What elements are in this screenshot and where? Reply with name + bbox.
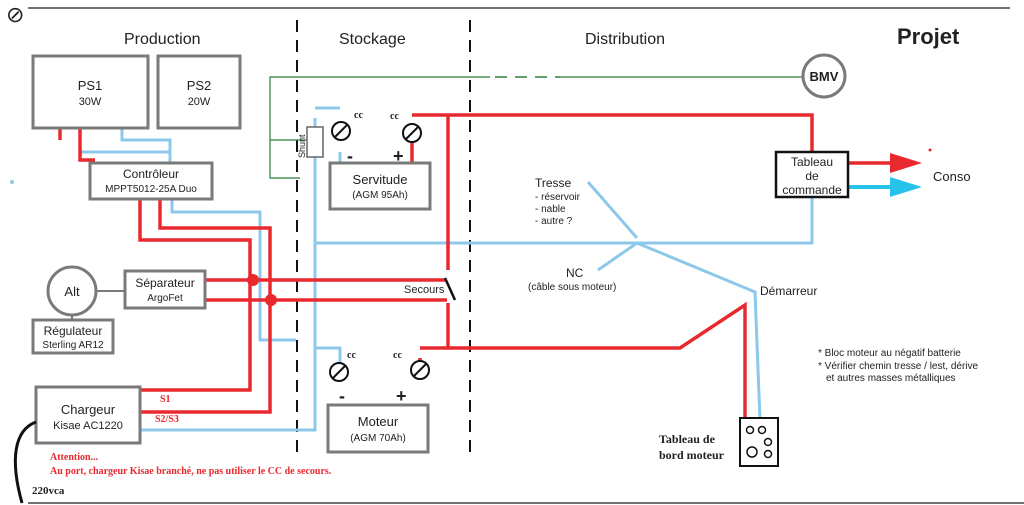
conso-arrows xyxy=(848,148,932,197)
section-stockage: Stockage xyxy=(339,31,406,48)
secours-switch xyxy=(443,277,457,301)
ps1-name: PS1 xyxy=(78,78,103,93)
ps1-box: PS1 30W xyxy=(31,54,150,130)
note-1: * Bloc moteur au négatif batterie xyxy=(818,348,961,359)
ps2-name: PS2 xyxy=(187,78,212,93)
nc-title: NC xyxy=(566,266,584,280)
cc-breaker-servitude-neg xyxy=(331,121,351,141)
attention-text: Au port, chargeur Kisae branché, ne pas … xyxy=(50,466,332,477)
regulateur-name: Régulateur xyxy=(44,324,103,338)
regulateur-box: Régulateur Sterling AR12 xyxy=(31,318,115,355)
tableau-commande-line3: commande xyxy=(782,183,842,197)
s1-label: S1 xyxy=(160,394,171,405)
bmv-circle: BMV xyxy=(801,53,847,99)
cc-label-1: cc xyxy=(354,110,363,121)
positive-wires xyxy=(58,113,900,420)
separateur-name: Séparateur xyxy=(135,276,194,290)
note-2: * Vérifier chemin tresse / lest, dérive xyxy=(818,361,978,372)
alt-name: Alt xyxy=(64,284,80,299)
separateur-box: Séparateur ArgoFet xyxy=(123,269,207,310)
servitude-model: (AGM 95Ah) xyxy=(352,190,408,201)
junction-2 xyxy=(265,294,277,306)
s2s3-label: S2/S3 xyxy=(155,414,179,425)
nc-sub: (câble sous moteur) xyxy=(528,282,616,293)
note-3: et autres masses métalliques xyxy=(826,373,956,384)
cc-label-4: cc xyxy=(393,350,402,361)
section-production: Production xyxy=(124,31,201,48)
bmv-name: BMV xyxy=(810,69,839,84)
tableau-bord-panel xyxy=(739,417,779,467)
cc-breaker-servitude-pos xyxy=(402,123,422,143)
moteur-battery: Moteur (AGM 70Ah) xyxy=(326,403,430,454)
controleur-model: MPPT5012-25A Duo xyxy=(105,184,197,195)
conso-label: Conso xyxy=(933,169,971,184)
tresse-item-3: - autre ? xyxy=(535,216,573,227)
cc-breaker-moteur-pos xyxy=(410,360,430,380)
tableau-commande-line1: Tableau xyxy=(791,155,833,169)
tableau-commande-line2: de xyxy=(805,169,819,183)
shunt-label: Shunt xyxy=(297,134,307,158)
servitude-name: Servitude xyxy=(353,172,408,187)
moteur-minus: - xyxy=(339,386,345,406)
page-title: Projet xyxy=(897,24,960,49)
regulateur-model: Sterling AR12 xyxy=(42,340,104,351)
cc-breaker-moteur-neg xyxy=(329,362,349,382)
ac-voltage-label: 220vca xyxy=(32,485,65,497)
shunt: Shunt xyxy=(297,126,324,158)
moteur-plus: + xyxy=(396,386,407,406)
stray-dot xyxy=(10,180,14,184)
header-symbol: ⊘ xyxy=(6,2,24,27)
controleur-box: Contrôleur MPPT5012-25A Duo xyxy=(88,161,214,201)
chargeur-box: Chargeur Kisae AC1220 xyxy=(34,385,142,445)
ps2-value: 20W xyxy=(188,96,211,108)
bmv-data-wire xyxy=(269,76,803,179)
ac-cable xyxy=(13,420,37,504)
tableau-bord-line2: bord moteur xyxy=(659,448,725,462)
attention-title: Attention... xyxy=(50,452,99,463)
tresse-title: Tresse xyxy=(535,176,572,190)
cc-label-3: cc xyxy=(347,350,356,361)
separateur-model: ArgoFet xyxy=(147,293,183,304)
moteur-model: (AGM 70Ah) xyxy=(350,433,406,444)
chargeur-model: Kisae AC1220 xyxy=(53,420,123,432)
demarreur-label: Démarreur xyxy=(760,284,817,298)
negative-wires xyxy=(78,106,814,432)
controleur-name: Contrôleur xyxy=(123,167,179,181)
ps2-box: PS2 20W xyxy=(156,54,242,130)
tableau-bord-line1: Tableau de xyxy=(659,432,716,446)
tresse-item-2: - nable xyxy=(535,204,566,215)
tresse-item-1: - réservoir xyxy=(535,192,581,203)
junction-1 xyxy=(247,274,259,286)
servitude-plus: + xyxy=(393,146,404,166)
secours-label: Secours xyxy=(404,284,445,296)
cc-label-2: cc xyxy=(390,111,399,122)
section-distribution: Distribution xyxy=(585,31,665,48)
tableau-commande-box: Tableau de commande xyxy=(774,150,850,199)
moteur-name: Moteur xyxy=(358,414,399,429)
servitude-minus: - xyxy=(347,146,353,166)
servitude-battery: Servitude (AGM 95Ah) xyxy=(328,161,432,211)
chargeur-name: Chargeur xyxy=(61,402,116,417)
alt-circle: Alt xyxy=(46,265,125,320)
ps1-value: 30W xyxy=(79,96,102,108)
